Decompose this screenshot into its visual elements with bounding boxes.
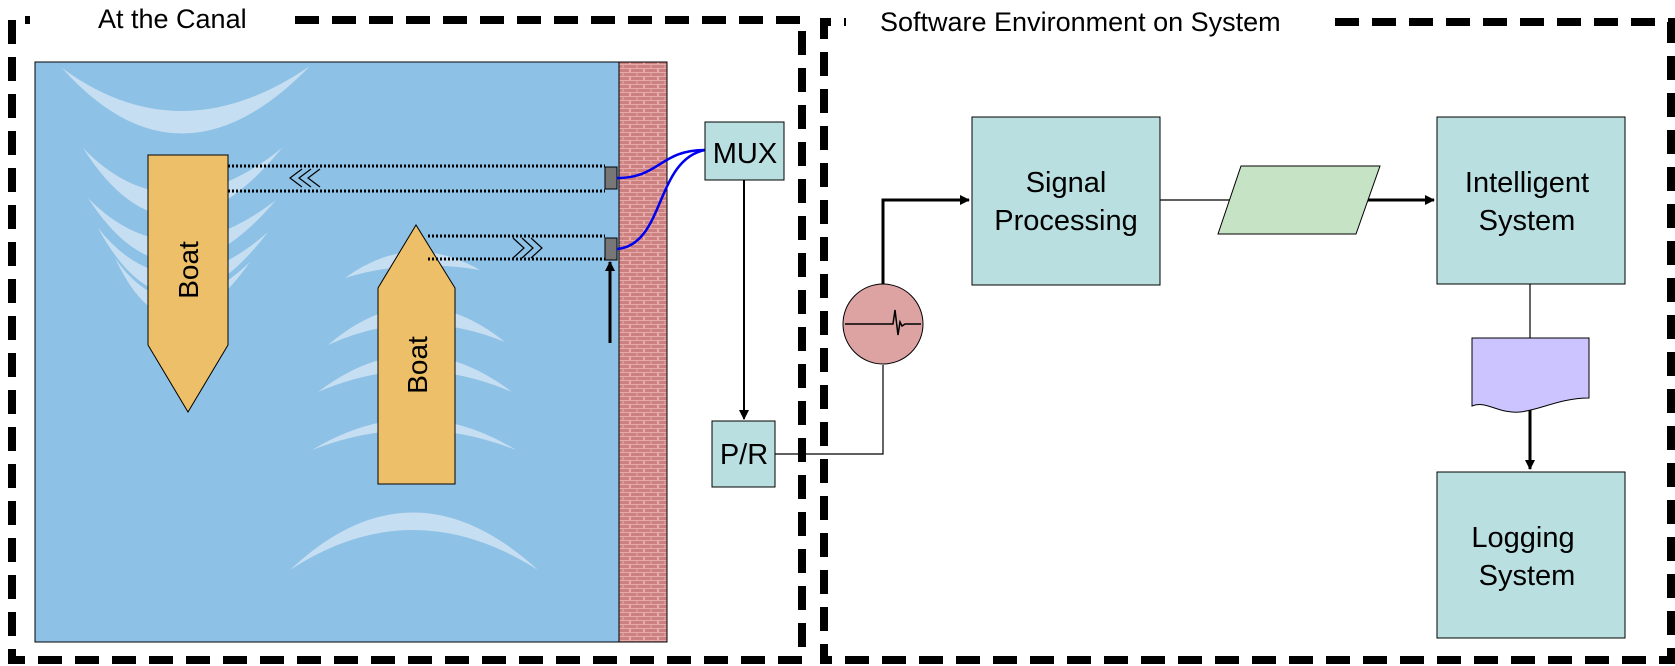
pr-label: P/R: [720, 439, 768, 471]
boat-1-label: Boat: [173, 241, 204, 299]
transducer-1: [604, 166, 618, 190]
sonar-beam-1: [228, 164, 605, 193]
transducer-2: [604, 237, 618, 261]
software-region-title: Software Environment on System: [880, 7, 1281, 37]
intelligent-system-label-line2: System: [1479, 205, 1576, 237]
logging-system-label-line1: Logging: [1471, 522, 1574, 554]
scope-to-signal-arrow: [881, 195, 970, 284]
pr-to-scope-line: [775, 365, 884, 455]
logging-system-label-line2: System: [1479, 560, 1576, 592]
cable-1: [616, 148, 706, 180]
boat-2-label: Boat: [402, 336, 433, 394]
cable-2: [616, 148, 706, 251]
signal-processing-label-line1: Signal: [1026, 167, 1107, 199]
intelligent-system-label-line1: Intelligent: [1465, 167, 1589, 199]
oscilloscope-icon: [842, 283, 924, 365]
canal-water: [34, 61, 621, 643]
sonar-beam-2: [428, 234, 605, 261]
mux-label: MUX: [713, 138, 777, 170]
canal-region: At the Canal Boat Boat: [8, 4, 806, 664]
boat-1: Boat: [147, 154, 229, 413]
boat-2: Boat: [377, 224, 456, 485]
software-region: Software Environment on System Signal Pr…: [775, 7, 1675, 664]
signal-processing-box: Signal Processing: [971, 116, 1161, 286]
signal-processing-label-line2: Processing: [994, 205, 1137, 237]
canal-region-title: At the Canal: [98, 4, 247, 34]
processed-data-shape: [1217, 165, 1381, 235]
intelligent-system-box: Intelligent System: [1436, 116, 1626, 285]
canal-wall: [618, 61, 668, 643]
log-document-shape: [1471, 337, 1590, 413]
pr-box: P/R: [711, 420, 776, 488]
mux-box: MUX: [704, 121, 785, 181]
logging-system-box: Logging System: [1436, 471, 1626, 639]
canal-region-border: [8, 16, 806, 664]
software-region-border: [820, 18, 1675, 664]
